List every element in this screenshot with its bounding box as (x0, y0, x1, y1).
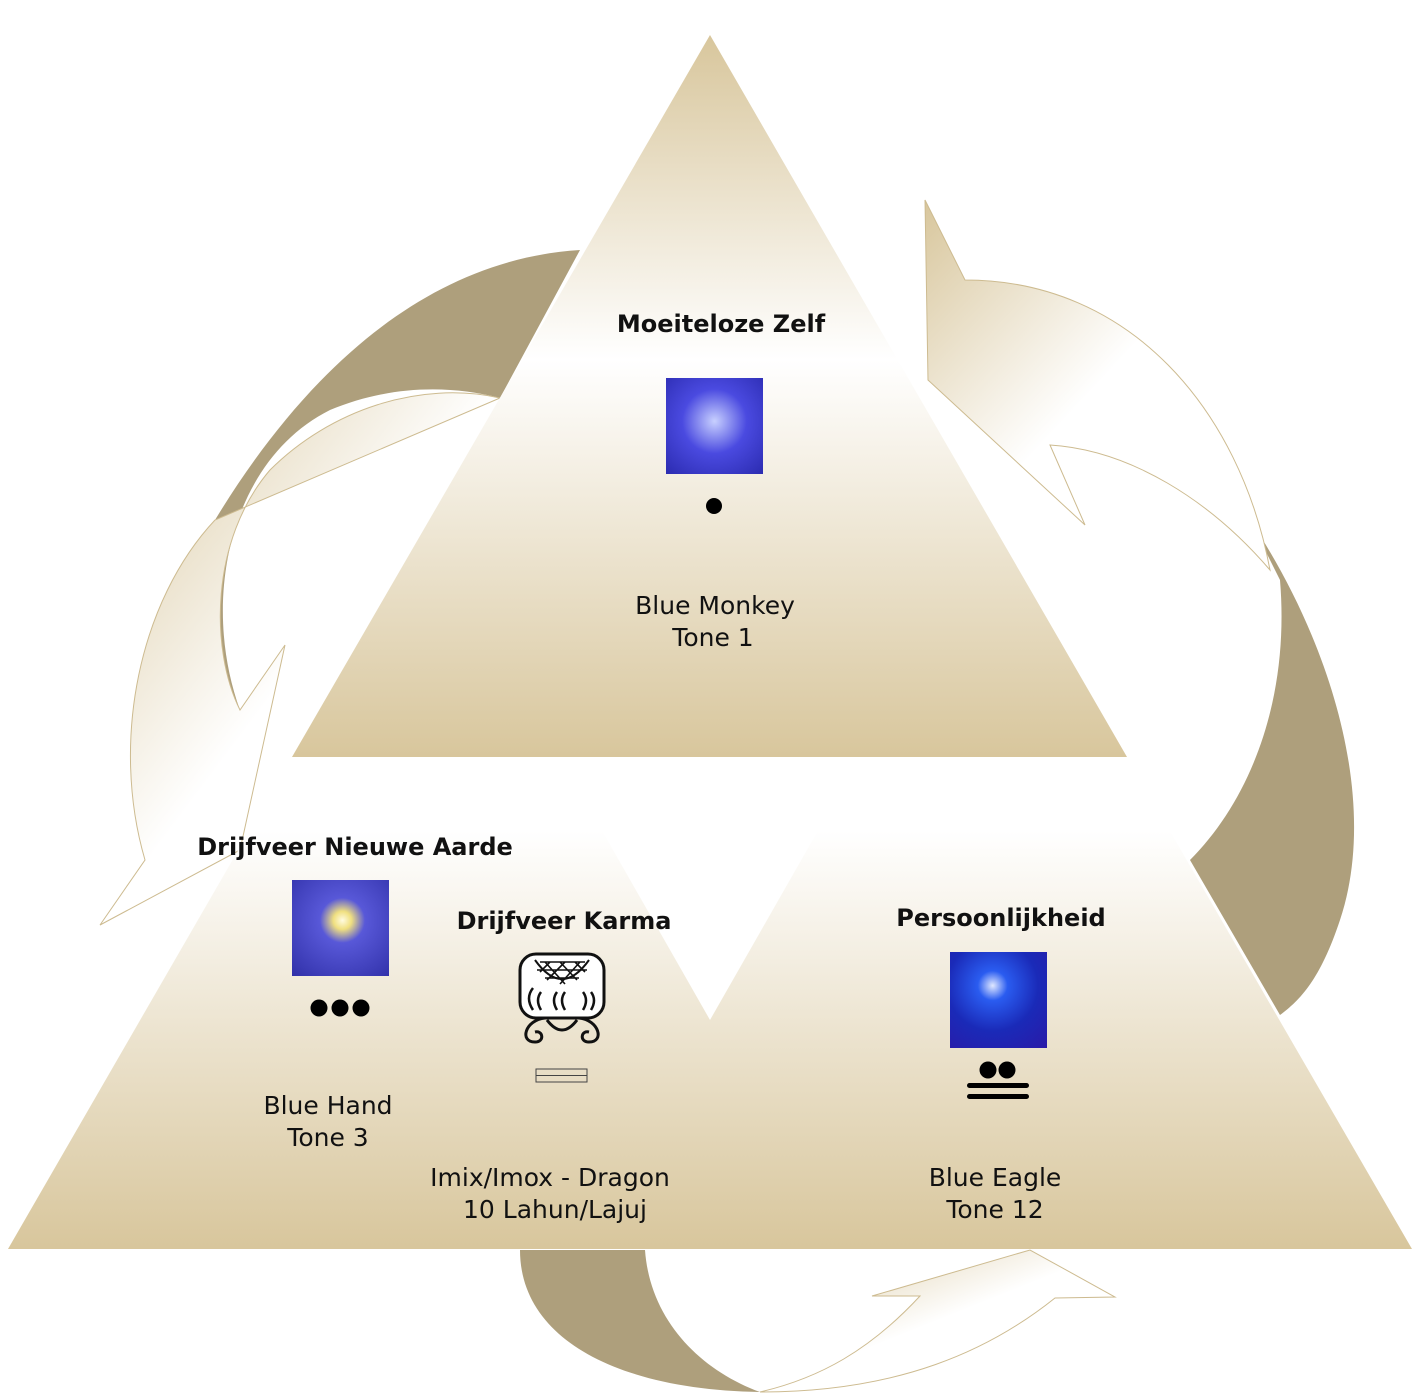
left-tone: Tone 3 (287, 1123, 369, 1152)
cycle-arrow-bottom (520, 1249, 1117, 1393)
tone-10-bars-icon (535, 1068, 588, 1083)
top-name: Blue Monkey (635, 591, 795, 620)
cycle-arrow-left (99, 250, 580, 926)
eagle-glyph-icon (950, 952, 1047, 1048)
right-title: Persoonlijkheid (896, 904, 1106, 932)
left-title: Drijfveer Nieuwe Aarde (197, 833, 513, 861)
middle-tone: 10 Lahun/Lajuj (463, 1195, 647, 1224)
tone-3-dots-icon (310, 999, 370, 1017)
middle-title: Drijfveer Karma (456, 907, 672, 935)
tone-1-dots-icon (706, 498, 722, 514)
left-name: Blue Hand (263, 1091, 393, 1120)
cycle-arrow-right (924, 199, 1355, 1015)
tone-12-dots-bars-icon (967, 1061, 1029, 1099)
top-title: Moeiteloze Zelf (616, 310, 826, 338)
hand-glyph-icon (292, 880, 389, 976)
imix-glyph-icon (518, 952, 606, 1044)
middle-name: Imix/Imox - Dragon (430, 1163, 670, 1192)
right-name: Blue Eagle (928, 1163, 1062, 1192)
right-tone: Tone 12 (946, 1195, 1044, 1224)
monkey-glyph-icon (666, 378, 763, 474)
top-tone: Tone 1 (672, 623, 754, 652)
